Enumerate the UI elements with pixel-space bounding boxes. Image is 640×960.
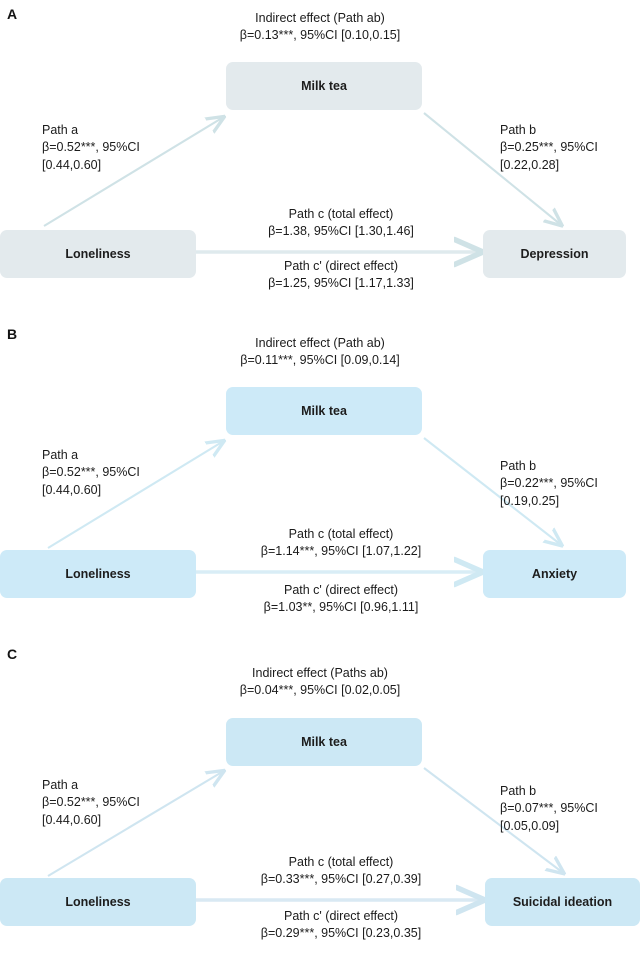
indirect-effect-title: Indirect effect (Path ab) — [255, 11, 385, 25]
panel-letter-b: B — [7, 326, 18, 342]
path-a-value-line1: β=0.52***, 95%CI — [42, 465, 140, 480]
node-predictor: Loneliness — [0, 878, 196, 926]
indirect-effect-title: Indirect effect (Path ab) — [255, 336, 385, 350]
node-predictor-label: Loneliness — [65, 567, 131, 581]
panel-c-arrows — [47, 767, 640, 960]
path-b-annotation: Path b β=0.25***, 95%CI [0.22,0.28] — [500, 122, 598, 174]
path-a-annotation: Path a β=0.52***, 95%CI [0.44,0.60] — [42, 122, 140, 174]
panel-a: A Milk tea Loneliness Depression Indirec… — [0, 0, 640, 320]
node-mediator-label: Milk tea — [301, 404, 347, 418]
panel-letter-a: A — [7, 6, 18, 22]
node-outcome-label: Depression — [520, 247, 589, 261]
path-c-prime-title: Path c' (direct effect) — [283, 583, 398, 597]
path-b-arrow — [423, 112, 560, 224]
indirect-effect-annotation: Indirect effect (Paths ab) β=0.04***, 95… — [0, 665, 640, 700]
path-c-prime-value: β=1.25, 95%CI [1.17,1.33] — [268, 276, 414, 291]
path-a-value-line2: [0.44,0.60] — [42, 812, 102, 827]
path-a-arrow — [47, 442, 222, 549]
path-b-value-line1: β=0.25***, 95%CI — [500, 140, 598, 155]
path-a-title: Path a — [42, 123, 79, 137]
node-mediator: Milk tea — [226, 718, 422, 766]
node-outcome-label: Suicidal ideation — [512, 895, 613, 909]
path-b-title: Path b — [500, 123, 537, 137]
path-c-title: Path c (total effect) — [288, 207, 394, 221]
path-a-annotation: Path a β=0.52***, 95%CI [0.44,0.60] — [42, 447, 140, 499]
node-outcome: Suicidal ideation — [485, 878, 640, 926]
node-predictor-label: Loneliness — [65, 895, 131, 909]
panel-c: C Milk tea Loneliness Suicidal ideation … — [0, 640, 640, 960]
path-c-value: β=0.33***, 95%CI [0.27,0.39] — [260, 872, 422, 887]
path-c-prime-value: β=1.03**, 95%CI [0.96,1.11] — [263, 600, 419, 615]
path-c-prime-title: Path c' (direct effect) — [283, 259, 398, 273]
path-c-annotation: Path c (total effect) β=0.33***, 95%CI [… — [196, 854, 486, 889]
path-b-value-line2: [0.22,0.28] — [500, 157, 560, 172]
indirect-effect-annotation: Indirect effect (Path ab) β=0.13***, 95%… — [0, 10, 640, 45]
path-c-value: β=1.38, 95%CI [1.30,1.46] — [268, 224, 414, 239]
node-mediator-label: Milk tea — [301, 735, 347, 749]
path-a-annotation: Path a β=0.52***, 95%CI [0.44,0.60] — [42, 777, 140, 829]
node-mediator: Milk tea — [226, 387, 422, 435]
panel-a-arrows — [43, 112, 640, 320]
path-b-annotation: Path b β=0.07***, 95%CI [0.05,0.09] — [500, 783, 598, 835]
path-b-value-line2: [0.19,0.25] — [500, 493, 560, 508]
path-c-prime-annotation: Path c' (direct effect) β=1.25, 95%CI [1… — [196, 258, 486, 293]
path-c-prime-annotation: Path c' (direct effect) β=1.03**, 95%CI … — [196, 582, 486, 617]
indirect-effect-value: β=0.04***, 95%CI [0.02,0.05] — [239, 683, 401, 698]
path-b-title: Path b — [500, 459, 537, 473]
path-a-value-line1: β=0.52***, 95%CI — [42, 140, 140, 155]
node-mediator: Milk tea — [226, 62, 422, 110]
path-a-title: Path a — [42, 778, 79, 792]
path-a-value-line2: [0.44,0.60] — [42, 482, 102, 497]
path-c-prime-value: β=0.29***, 95%CI [0.23,0.35] — [260, 926, 422, 941]
path-a-value-line1: β=0.52***, 95%CI — [42, 795, 140, 810]
path-c-prime-title: Path c' (direct effect) — [283, 909, 398, 923]
node-predictor-label: Loneliness — [65, 247, 131, 261]
path-b-value-line2: [0.05,0.09] — [500, 818, 560, 833]
node-outcome-label: Anxiety — [531, 567, 578, 581]
indirect-effect-annotation: Indirect effect (Path ab) β=0.11***, 95%… — [0, 335, 640, 370]
path-b-annotation: Path b β=0.22***, 95%CI [0.19,0.25] — [500, 458, 598, 510]
node-outcome: Depression — [483, 230, 626, 278]
node-predictor: Loneliness — [0, 230, 196, 278]
node-predictor: Loneliness — [0, 550, 196, 598]
path-c-value: β=1.14***, 95%CI [1.07,1.22] — [260, 544, 422, 559]
panel-letter-c: C — [7, 646, 18, 662]
path-a-arrow — [43, 118, 222, 227]
path-c-prime-annotation: Path c' (direct effect) β=0.29***, 95%CI… — [196, 908, 486, 943]
node-outcome: Anxiety — [483, 550, 626, 598]
node-mediator-label: Milk tea — [301, 79, 347, 93]
path-c-title: Path c (total effect) — [288, 527, 394, 541]
panel-b: B Milk tea Loneliness Anxiety Indirect e… — [0, 320, 640, 640]
panel-b-arrows — [47, 437, 640, 640]
path-c-annotation: Path c (total effect) β=1.38, 95%CI [1.3… — [196, 206, 486, 241]
path-b-value-line1: β=0.07***, 95%CI — [500, 801, 598, 816]
indirect-effect-value: β=0.13***, 95%CI [0.10,0.15] — [239, 28, 401, 43]
path-b-arrow — [423, 437, 560, 544]
path-c-title: Path c (total effect) — [288, 855, 394, 869]
path-a-value-line2: [0.44,0.60] — [42, 157, 102, 172]
path-a-arrow — [47, 772, 222, 877]
path-a-title: Path a — [42, 448, 79, 462]
path-c-annotation: Path c (total effect) β=1.14***, 95%CI [… — [196, 526, 486, 561]
indirect-effect-value: β=0.11***, 95%CI [0.09,0.14] — [240, 353, 400, 368]
path-b-title: Path b — [500, 784, 537, 798]
path-b-arrow — [423, 767, 562, 872]
indirect-effect-title: Indirect effect (Paths ab) — [252, 666, 388, 680]
path-b-value-line1: β=0.22***, 95%CI — [500, 476, 598, 491]
